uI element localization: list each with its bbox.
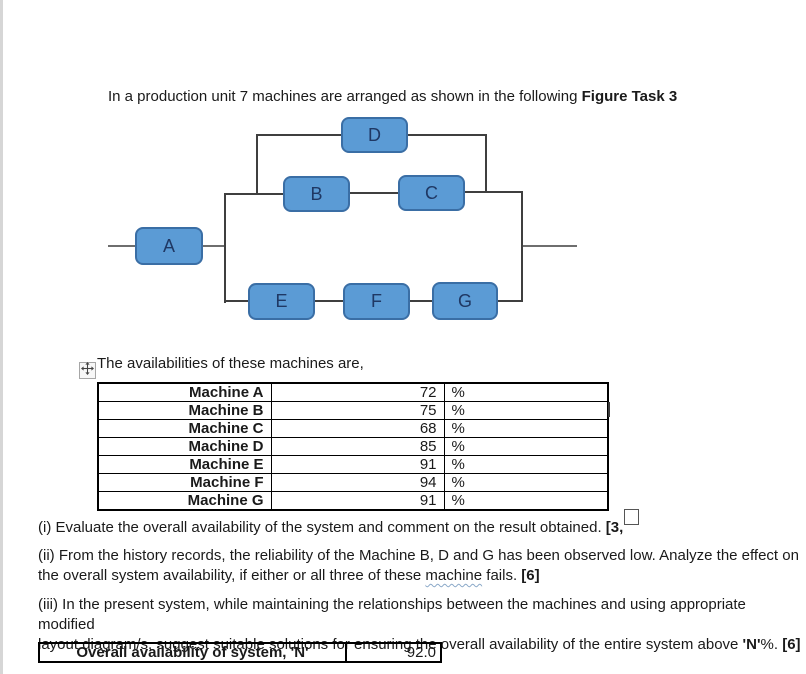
input-line xyxy=(108,245,135,247)
question-ii-line2-pre: the overall system availability, if eith… xyxy=(38,567,426,584)
unit-cell: % xyxy=(443,401,609,420)
machine-name-cell: Machine C xyxy=(97,419,272,438)
question-iii-line1: (iii) In the present system, while maint… xyxy=(38,596,746,633)
machine-node-e: E xyxy=(248,283,315,320)
availability-value-cell: 75 xyxy=(270,401,445,420)
table-row: Machine G 91 % xyxy=(97,491,609,511)
connector-line-from-c xyxy=(465,191,523,193)
connector-line-e-f xyxy=(315,300,343,302)
n-label: 'N' xyxy=(742,636,761,653)
machine-node-b: B xyxy=(283,176,350,212)
unit-cell: % xyxy=(443,419,609,438)
question-ii-marks: [6] xyxy=(521,567,540,584)
text-cursor xyxy=(608,402,610,417)
overall-availability-label-cell: Overall availability of system, 'N' xyxy=(38,642,347,663)
table-row: Machine C 68 % xyxy=(97,419,609,438)
overall-availability-value-cell: 92.0 xyxy=(345,642,442,663)
unit-cell: % xyxy=(443,473,609,492)
machine-name-cell: Machine F xyxy=(97,473,272,492)
table-row: Machine D 85 % xyxy=(97,437,609,456)
unit-cell: % xyxy=(443,437,609,456)
question-ii-line2: the overall system availability, if eith… xyxy=(38,566,804,586)
move-arrows-icon xyxy=(81,361,94,380)
connector-line-to-b xyxy=(224,193,284,195)
availability-caption: The availabilities of these machines are… xyxy=(97,355,364,372)
machine-node-d: D xyxy=(341,117,408,153)
left-branch-vertical-line xyxy=(224,193,226,303)
unit-cell: % xyxy=(443,382,609,402)
connector-line-from-d xyxy=(408,134,487,136)
machine-name-cell: Machine A xyxy=(97,382,272,402)
machine-node-c: C xyxy=(398,175,465,211)
unit-cell: % xyxy=(443,455,609,474)
availability-value-cell: 91 xyxy=(270,491,445,511)
machine-node-g: G xyxy=(432,282,498,320)
d-branch-left-vertical-line xyxy=(256,134,258,195)
page-edge-strip xyxy=(0,0,3,674)
machine-name-cell: Machine B xyxy=(97,401,272,420)
availability-value-cell: 72 xyxy=(270,382,445,402)
table-row: Machine E 91 % xyxy=(97,455,609,474)
table-row: Machine A 72 % xyxy=(97,382,609,402)
table-move-handle[interactable] xyxy=(79,361,96,380)
question-i-marks: [3, xyxy=(605,519,624,536)
question-iii-marks: [6] xyxy=(782,636,801,653)
output-line xyxy=(523,245,577,247)
table-row: Overall availability of system, 'N' 92.0 xyxy=(38,642,442,663)
table-row: Machine F 94 % xyxy=(97,473,609,492)
connector-line-f-g xyxy=(410,300,432,302)
connector-line-to-e xyxy=(224,300,249,302)
right-branch-vertical-line xyxy=(521,191,523,302)
machine-name-cell: Machine D xyxy=(97,437,272,456)
figure-title-bold: Figure Task 3 xyxy=(581,88,678,105)
availability-value-cell: 68 xyxy=(270,419,445,438)
question-iii-line2-post: %. xyxy=(760,636,783,653)
placeholder-box-icon xyxy=(624,509,640,525)
d-branch-right-vertical-line xyxy=(485,134,487,193)
connector-line-to-d xyxy=(256,134,342,136)
machine-name-cell: Machine G xyxy=(97,491,272,511)
question-ii: (ii) From the history records, the relia… xyxy=(38,546,804,586)
availability-value-cell: 91 xyxy=(270,455,445,474)
machine-node-f: F xyxy=(343,283,410,320)
table-row: Machine B 75 % xyxy=(97,401,609,420)
machine-name-cell: Machine E xyxy=(97,455,272,474)
spellcheck-word: machine xyxy=(425,567,483,584)
connector-line-a-junction xyxy=(203,245,225,247)
question-i: (i) Evaluate the overall availability of… xyxy=(38,509,804,538)
question-ii-line2-post: fails. xyxy=(482,567,522,584)
availability-value-cell: 85 xyxy=(270,437,445,456)
connector-line-b-c xyxy=(350,192,398,194)
question-ii-line1: (ii) From the history records, the relia… xyxy=(38,547,799,564)
overall-availability-table: Overall availability of system, 'N' 92.0 xyxy=(38,642,442,663)
figure-title-text: In a production unit 7 machines are arra… xyxy=(108,88,582,105)
availability-value-cell: 94 xyxy=(270,473,445,492)
availability-table: Machine A 72 % Machine B 75 % Machine C … xyxy=(97,382,609,511)
unit-cell: % xyxy=(443,491,609,511)
figure-title: In a production unit 7 machines are arra… xyxy=(108,88,677,105)
machine-node-a: A xyxy=(135,227,203,265)
connector-line-from-g xyxy=(498,300,523,302)
question-i-text: (i) Evaluate the overall availability of… xyxy=(38,519,606,536)
